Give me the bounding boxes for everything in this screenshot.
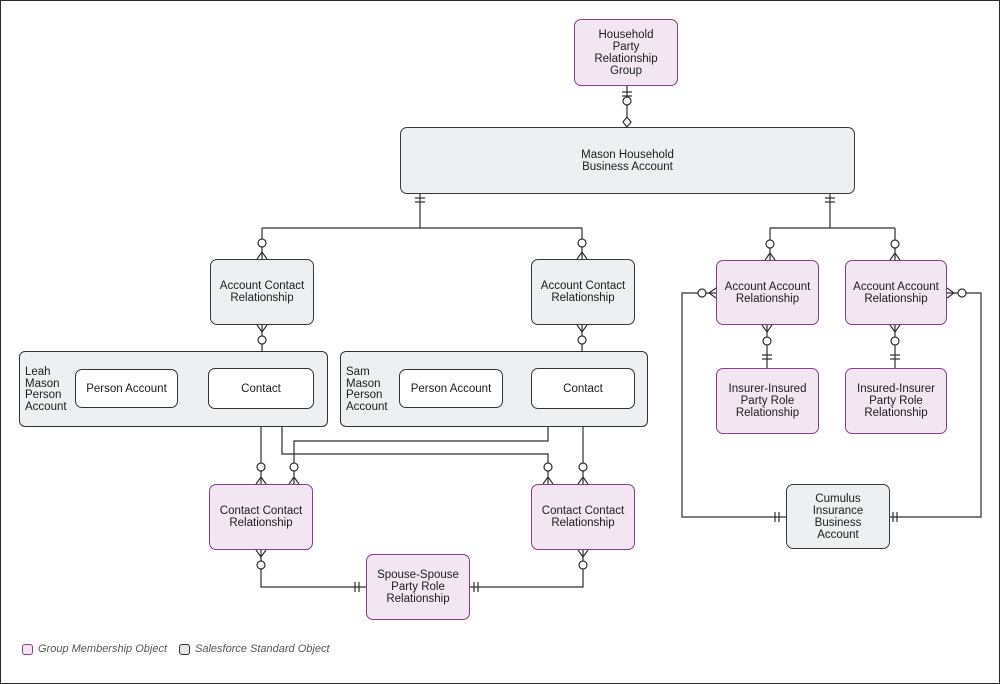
account-contact-relationship-right-node: Account Contact Relationship <box>531 259 635 325</box>
many-marker <box>576 250 588 260</box>
diamond-marker <box>622 116 632 128</box>
sam-mason-person-account-label: Sam Mason Person Account <box>346 366 388 413</box>
zero-marker <box>890 239 900 249</box>
many-marker <box>889 324 901 334</box>
account-account-relationship-left-node: Account Account Relationship <box>716 260 819 325</box>
sam-contact-node: Contact <box>531 368 635 409</box>
many-marker <box>542 475 554 485</box>
zero-marker <box>257 238 267 248</box>
many-marker <box>576 324 588 334</box>
zero-marker <box>890 336 900 346</box>
many-marker <box>764 251 776 261</box>
legend: Group Membership Object Salesforce Stand… <box>22 643 330 655</box>
many-marker <box>707 287 717 299</box>
zero-marker <box>577 335 587 345</box>
many-marker <box>761 324 773 334</box>
sam-person-account-node: Person Account <box>399 369 503 408</box>
contact-contact-relationship-left-node: Contact Contact Relationship <box>209 484 313 550</box>
zero-marker <box>578 560 588 570</box>
account-account-relationship-right-node: Account Account Relationship <box>845 260 947 325</box>
zero-marker <box>697 288 707 298</box>
leah-mason-person-account-label: Leah Mason Person Account <box>25 366 67 413</box>
zero-marker <box>256 560 266 570</box>
legend-group-membership-label: Group Membership Object <box>38 643 167 655</box>
connector-line <box>260 550 366 588</box>
cumulus-insurance-business-account-node: Cumulus Insurance Business Account <box>786 484 890 549</box>
zero-marker <box>765 239 775 249</box>
salesforce-standard-swatch <box>179 643 190 655</box>
spouse-spouse-party-role-relationship-node: Spouse-Spouse Party Role Relationship <box>366 554 470 620</box>
contact-contact-relationship-right-node: Contact Contact Relationship <box>531 484 635 550</box>
zero-marker <box>622 96 632 106</box>
mason-household-business-account-node: Mason Household Business Account <box>400 127 855 194</box>
leah-person-account-node: Person Account <box>75 369 178 408</box>
many-marker <box>577 475 589 485</box>
zero-marker <box>543 462 553 472</box>
zero-marker <box>578 462 588 472</box>
many-marker <box>577 549 589 559</box>
many-marker <box>946 287 956 299</box>
many-marker <box>256 250 268 260</box>
zero-marker <box>577 238 587 248</box>
insured-insurer-party-role-relationship-node: Insured-Insurer Party Role Relationship <box>845 368 947 434</box>
many-marker <box>889 251 901 261</box>
account-contact-relationship-left-node: Account Contact Relationship <box>210 259 314 325</box>
zero-marker <box>257 335 267 345</box>
zero-marker <box>762 336 772 346</box>
legend-salesforce-standard-label: Salesforce Standard Object <box>195 643 330 655</box>
connector-line <box>470 550 584 588</box>
zero-marker <box>256 462 266 472</box>
household-party-relationship-group-node: Household Party Relationship Group <box>574 19 678 86</box>
group-membership-swatch <box>22 643 33 655</box>
insurer-insured-party-role-relationship-node: Insurer-Insured Party Role Relationship <box>716 368 819 434</box>
many-marker <box>255 549 267 559</box>
many-marker <box>256 324 268 334</box>
many-marker <box>288 475 300 485</box>
zero-marker <box>957 288 967 298</box>
leah-contact-node: Contact <box>208 368 314 409</box>
zero-marker <box>289 462 299 472</box>
many-marker <box>255 475 267 485</box>
